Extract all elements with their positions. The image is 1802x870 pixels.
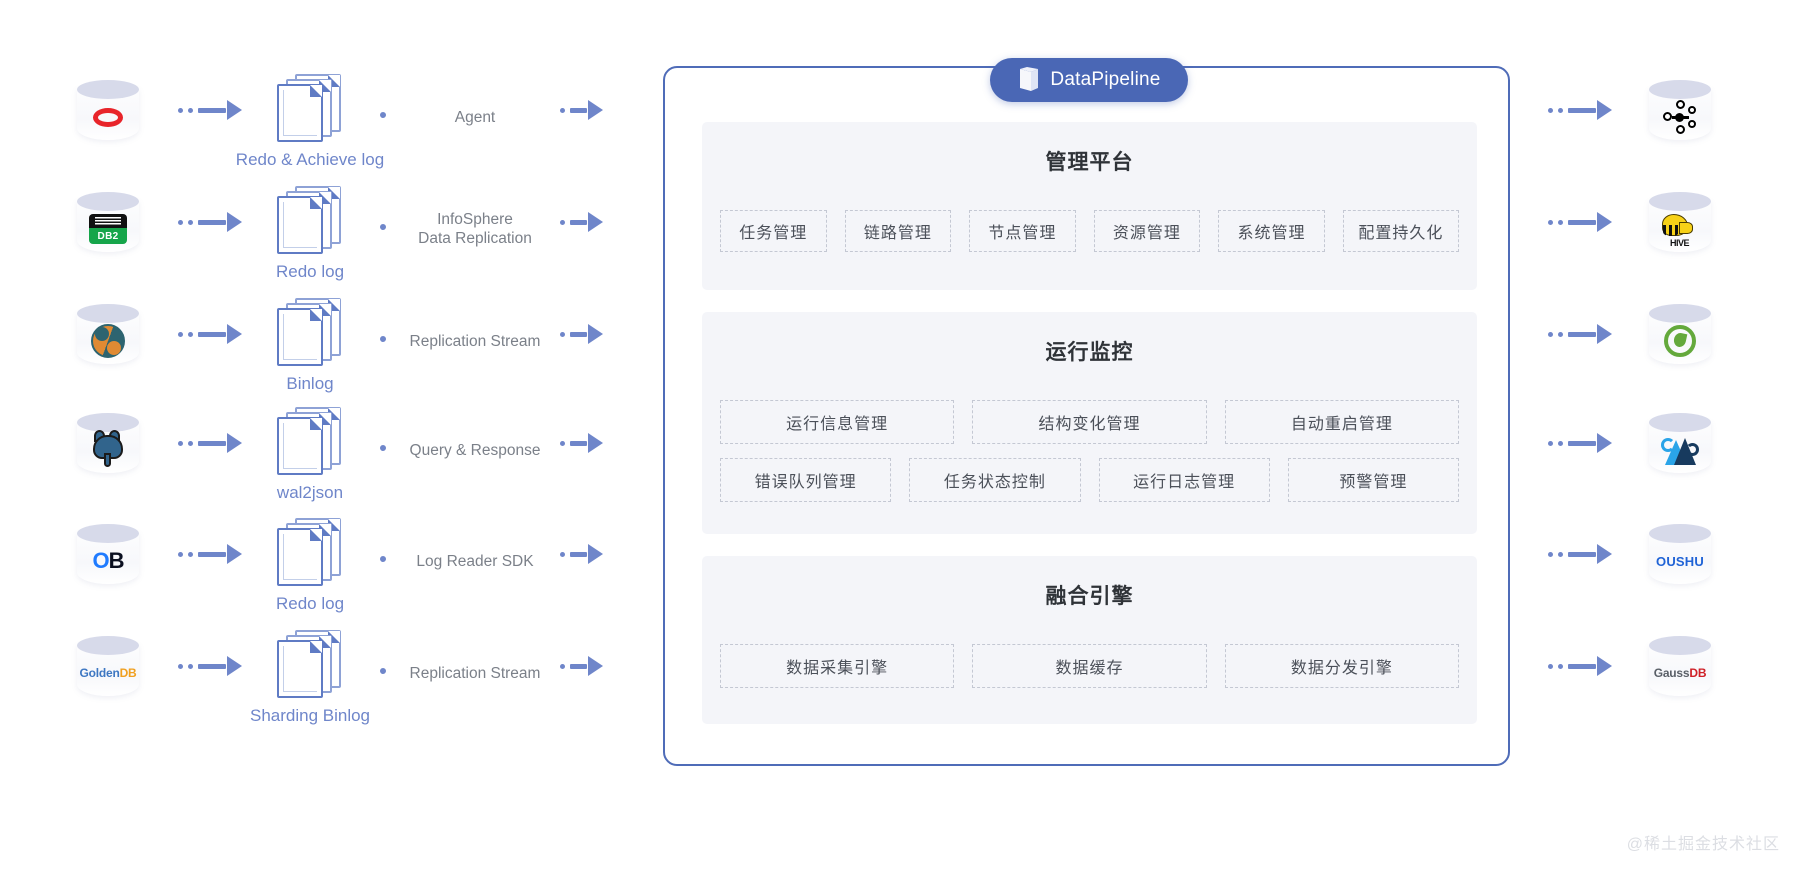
oushu-icon: OUSHU bbox=[1656, 553, 1704, 569]
log-documents-icon bbox=[275, 298, 345, 370]
platform-to-target-arrow-1 bbox=[1548, 212, 1612, 232]
azure-synapse-icon bbox=[1649, 429, 1711, 471]
connector-label-0: Agent bbox=[454, 109, 496, 126]
badge-label: DataPipeline bbox=[1050, 69, 1161, 90]
feature-chip[interactable]: 配置持久化 bbox=[1342, 210, 1459, 252]
feature-chip[interactable]: 数据分发引擎 bbox=[1224, 644, 1459, 688]
source-to-log-arrow-2 bbox=[178, 324, 242, 344]
feature-chip[interactable]: 结构变化管理 bbox=[972, 400, 1207, 444]
platform-to-target-arrow-0 bbox=[1548, 100, 1612, 120]
log-type-label-3: wal2json bbox=[276, 483, 344, 502]
connector-dot bbox=[380, 224, 386, 230]
section-title: 融合引擎 bbox=[1045, 585, 1134, 608]
oceanbase-icon: OB bbox=[92, 548, 124, 573]
target-db-greenplum bbox=[1649, 304, 1711, 368]
feature-chip[interactable]: 任务状态控制 bbox=[909, 458, 1081, 502]
kafka-icon bbox=[1649, 96, 1711, 138]
log-type-label-0: Redo & Achieve log bbox=[235, 150, 385, 169]
connector-dot bbox=[380, 668, 386, 674]
target-db-hive: HIVE bbox=[1649, 192, 1711, 256]
goldendb-icon: GoldenDB bbox=[79, 666, 137, 680]
connector-label-3: Query & Response bbox=[409, 442, 541, 459]
greenplum-icon bbox=[1649, 320, 1711, 362]
hive-icon: HIVE bbox=[1649, 208, 1711, 250]
log-to-platform-arrow-2 bbox=[560, 324, 603, 344]
source-db-oracle bbox=[77, 80, 139, 144]
log-to-platform-arrow-3 bbox=[560, 433, 603, 453]
source-db-ibm-db2: DB2 bbox=[77, 192, 139, 256]
log-documents-icon bbox=[275, 407, 345, 479]
log-to-platform-arrow-0 bbox=[560, 100, 603, 120]
connector-label-5: Replication Stream bbox=[409, 665, 541, 682]
feature-chip[interactable]: 错误队列管理 bbox=[720, 458, 892, 502]
log-type-label-2: Binlog bbox=[286, 374, 334, 393]
log-documents-icon bbox=[275, 518, 345, 590]
source-db-mariadb bbox=[77, 304, 139, 368]
source-db-postgresql bbox=[77, 413, 139, 477]
panel-section-0: 管理平台任务管理链路管理节点管理资源管理系统管理配置持久化 bbox=[702, 122, 1477, 290]
chip-row: 运行信息管理结构变化管理自动重启管理 bbox=[720, 400, 1459, 444]
ibm-db2-icon: DB2 bbox=[77, 208, 139, 250]
connector-dot bbox=[380, 112, 386, 118]
gaussdb-icon: GaussDB bbox=[1653, 666, 1707, 680]
feature-chip[interactable]: 预警管理 bbox=[1287, 458, 1459, 502]
target-db-oushu: OUSHU bbox=[1649, 524, 1711, 588]
feature-chip[interactable]: 任务管理 bbox=[720, 210, 827, 252]
log-documents-icon bbox=[275, 74, 345, 146]
connector-label-2: Replication Stream bbox=[409, 333, 541, 350]
panel-section-2: 融合引擎数据采集引擎数据缓存数据分发引擎 bbox=[702, 556, 1477, 724]
log-to-platform-arrow-4 bbox=[560, 544, 603, 564]
feature-chip[interactable]: 数据缓存 bbox=[972, 644, 1207, 688]
log-type-label-1: Redo log bbox=[275, 262, 345, 281]
section-title: 运行监控 bbox=[1045, 341, 1134, 364]
datapipeline-panel: 管理平台任务管理链路管理节点管理资源管理系统管理配置持久化运行监控运行信息管理结… bbox=[663, 66, 1510, 766]
source-to-log-arrow-4 bbox=[178, 544, 242, 564]
panel-section-1: 运行监控运行信息管理结构变化管理自动重启管理错误队列管理任务状态控制运行日志管理… bbox=[702, 312, 1477, 534]
section-title: 管理平台 bbox=[1045, 151, 1134, 174]
oracle-icon bbox=[77, 96, 139, 138]
source-to-log-arrow-3 bbox=[178, 433, 242, 453]
feature-chip[interactable]: 节点管理 bbox=[969, 210, 1076, 252]
datapipeline-badge: DataPipeline bbox=[990, 58, 1188, 102]
target-db-kafka bbox=[1649, 80, 1711, 144]
target-db-gaussdb: GaussDB bbox=[1649, 636, 1711, 700]
log-documents-icon bbox=[275, 630, 345, 702]
log-type-label-4: Redo log bbox=[275, 594, 345, 613]
source-to-log-arrow-5 bbox=[178, 656, 242, 676]
connector-dot bbox=[380, 556, 386, 562]
log-to-platform-arrow-5 bbox=[560, 656, 603, 676]
feature-chip[interactable]: 运行日志管理 bbox=[1098, 458, 1270, 502]
platform-to-target-arrow-3 bbox=[1548, 433, 1612, 453]
feature-chip[interactable]: 自动重启管理 bbox=[1224, 400, 1459, 444]
platform-to-target-arrow-4 bbox=[1548, 544, 1612, 564]
source-db-oceanbase: OB bbox=[77, 524, 139, 588]
connector-dot bbox=[380, 336, 386, 342]
mariadb-icon bbox=[77, 320, 139, 362]
feature-chip[interactable]: 运行信息管理 bbox=[720, 400, 955, 444]
datapipeline-logo-icon bbox=[1017, 67, 1041, 93]
connector-label-4: Log Reader SDK bbox=[416, 553, 534, 570]
feature-chip[interactable]: 数据采集引擎 bbox=[720, 644, 955, 688]
feature-chip[interactable]: 系统管理 bbox=[1218, 210, 1325, 252]
postgresql-icon bbox=[77, 429, 139, 471]
feature-chip[interactable]: 资源管理 bbox=[1093, 210, 1201, 252]
watermark: @稀土掘金技术社区 bbox=[1626, 836, 1780, 853]
chip-row: 错误队列管理任务状态控制运行日志管理预警管理 bbox=[720, 458, 1459, 502]
chip-row: 数据采集引擎数据缓存数据分发引擎 bbox=[720, 644, 1459, 688]
chip-row: 任务管理链路管理节点管理资源管理系统管理配置持久化 bbox=[720, 210, 1459, 252]
feature-chip[interactable]: 链路管理 bbox=[844, 210, 952, 252]
source-to-log-arrow-1 bbox=[178, 212, 242, 232]
source-db-goldendb: GoldenDB bbox=[77, 636, 139, 700]
target-db-azure bbox=[1649, 413, 1711, 477]
source-to-log-arrow-0 bbox=[178, 100, 242, 120]
platform-to-target-arrow-5 bbox=[1548, 656, 1612, 676]
log-type-label-5: Sharding Binlog bbox=[249, 706, 371, 725]
connector-dot bbox=[380, 445, 386, 451]
platform-to-target-arrow-2 bbox=[1548, 324, 1612, 344]
log-to-platform-arrow-1 bbox=[560, 212, 603, 232]
log-documents-icon bbox=[275, 186, 345, 258]
